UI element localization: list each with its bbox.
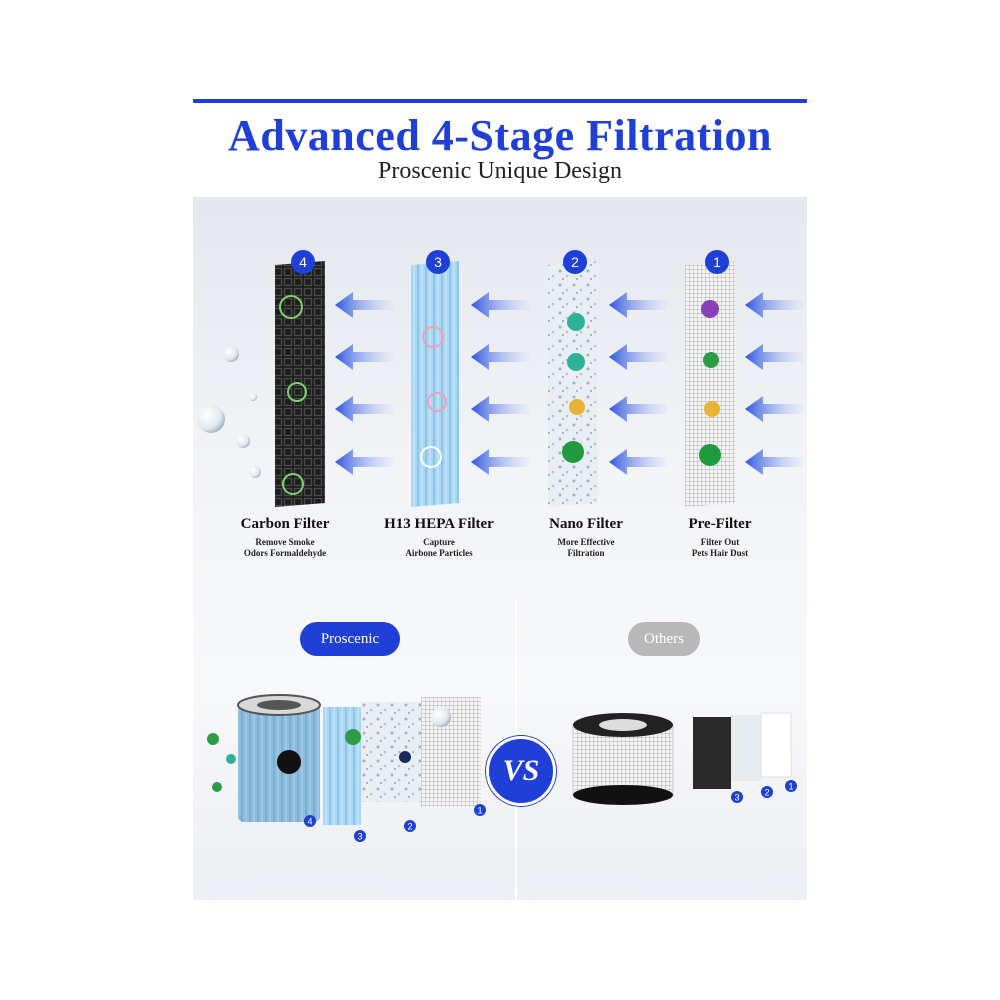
vs-badge: VS — [486, 736, 556, 806]
airflow-arrow — [471, 396, 529, 422]
proscenic-layer-badges: 4 3 2 1 — [304, 804, 486, 842]
airflow-arrow — [745, 344, 803, 370]
layer-badge-text: 4 — [307, 817, 312, 827]
layer-badge-text: 1 — [477, 806, 482, 816]
layer-badge — [304, 815, 316, 827]
others-label-pill: Others — [628, 622, 700, 656]
layer-badge-text: 3 — [734, 793, 739, 803]
airflow-arrow — [745, 396, 803, 422]
airflow-arrow — [335, 396, 393, 422]
airflow-arrow — [471, 344, 529, 370]
page-title: Advanced 4-Stage Filtration — [228, 111, 772, 160]
filtration-illustration: 4 3 2 1 4 3 2 1 — [197, 250, 803, 842]
airflow-arrow — [609, 449, 667, 475]
filter-name-nano: Nano Filter — [549, 516, 623, 532]
airflow-arrow — [609, 344, 667, 370]
layer-badge-text: 2 — [407, 822, 412, 832]
clean-air-bubbles — [197, 346, 261, 478]
filter-desc-carbon-line2: Odors Formaldehyde — [243, 548, 327, 558]
filter-desc-hepa-line1: Capture — [423, 537, 455, 547]
filter-desc-nano-line2: Filtration — [567, 548, 605, 558]
filter-desc-hepa-line2: Airbone Particles — [405, 548, 473, 558]
airflow-arrow — [335, 292, 393, 318]
airflow-arrow — [745, 449, 803, 475]
filter-name-hepa: H13 HEPA Filter — [384, 516, 494, 532]
layer-badge — [404, 820, 416, 832]
layer-badge — [474, 804, 486, 816]
filter-desc-nano: More Effective Filtration — [511, 537, 661, 559]
filter-pre-panel — [685, 261, 735, 507]
airflow-arrow — [609, 292, 667, 318]
filter-name-pre: Pre-Filter — [688, 516, 752, 532]
airflow-arrow — [471, 449, 529, 475]
layer-badge-text: 2 — [764, 788, 769, 798]
badge-1-text: 1 — [713, 254, 721, 270]
badge-1: 1 — [705, 250, 729, 274]
badge-4: 4 — [291, 250, 315, 274]
layer-badge-text: 1 — [788, 782, 793, 792]
layer-badge — [785, 780, 797, 792]
filter-desc-nano-line1: More Effective — [557, 537, 615, 547]
others-layer-badges: 3 2 1 — [731, 780, 797, 803]
filter-hepa-panel — [411, 261, 459, 507]
layer-badge-text: 3 — [357, 832, 362, 842]
badge-3-text: 3 — [434, 254, 442, 270]
filter-desc-pre-line2: Pets Hair Dust — [691, 548, 749, 558]
filter-carbon-panel — [275, 261, 325, 507]
filter-desc-pre-line1: Filter Out — [700, 537, 740, 547]
badge-2: 2 — [563, 250, 587, 274]
layer-badge — [731, 791, 743, 803]
airflow-arrow — [335, 449, 393, 475]
airflow-arrow — [335, 344, 393, 370]
others-filter-image — [572, 712, 792, 805]
airflow-arrow — [609, 396, 667, 422]
proscenic-label-pill: Proscenic — [300, 622, 400, 656]
filter-name-carbon: Carbon Filter — [240, 516, 330, 532]
proscenic-filter-image — [207, 694, 481, 825]
layer-badge — [354, 830, 366, 842]
badge-2-text: 2 — [571, 254, 579, 270]
filter-desc-carbon-line1: Remove Smoke — [255, 537, 315, 547]
airflow-arrow — [745, 292, 803, 318]
badge-4-text: 4 — [299, 254, 307, 270]
airflow-arrow — [471, 292, 529, 318]
airflow-arrows — [335, 292, 803, 475]
page-subtitle: Proscenic Unique Design — [378, 158, 622, 184]
filter-nano-panel — [548, 261, 598, 507]
badge-3: 3 — [426, 250, 450, 274]
filter-desc-hepa: Capture Airbone Particles — [364, 537, 514, 559]
filter-desc-carbon: Remove Smoke Odors Formaldehyde — [210, 537, 360, 559]
header-rule — [193, 99, 807, 103]
filter-desc-pre: Filter Out Pets Hair Dust — [645, 537, 795, 559]
layer-badge — [761, 786, 773, 798]
